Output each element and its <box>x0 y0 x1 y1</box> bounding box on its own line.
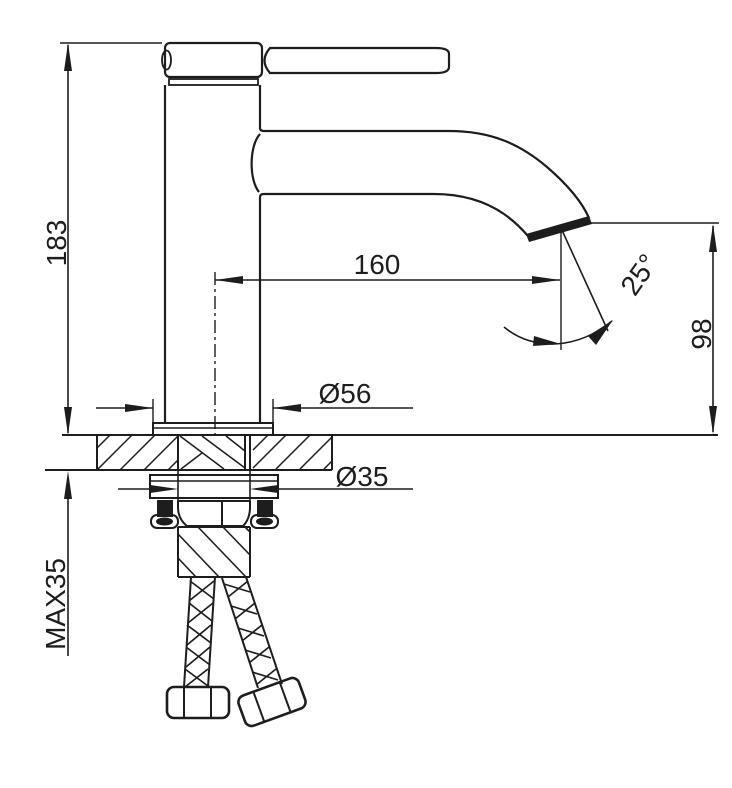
spout-top-line <box>264 129 591 219</box>
arrowhead-left-pointing <box>273 404 301 412</box>
dim-base-diameter <box>96 399 413 423</box>
arrowhead-right <box>532 276 560 284</box>
dim-max-deck-thickness <box>64 471 72 656</box>
left-hose-nut-flats <box>183 687 212 718</box>
arrowhead-down <box>709 406 717 434</box>
dim-label-98: 98 <box>686 318 717 349</box>
dim-label-25deg: 25° <box>614 248 664 300</box>
threaded-shank <box>177 526 251 578</box>
arrowhead-left <box>215 276 243 284</box>
arrowhead-down <box>64 407 72 435</box>
arrowhead-up <box>709 224 717 252</box>
mounting-nut <box>177 500 251 527</box>
arrowhead-arc-left <box>533 336 561 346</box>
lever-handle <box>263 46 451 75</box>
spout-bottom-line <box>264 192 529 237</box>
right-hose-nut-flats <box>252 681 292 723</box>
neck-ring <box>168 78 259 86</box>
dim-label-d35: Ø35 <box>336 461 389 492</box>
shank-walls-through-washer <box>177 470 251 501</box>
right-hose-nut <box>237 676 307 728</box>
faucet-outline <box>161 41 592 423</box>
right-stud-foot <box>250 514 279 529</box>
right-hose <box>221 576 307 728</box>
body-column <box>163 85 265 423</box>
shank-hatch <box>177 526 251 578</box>
left-hose-nut <box>165 685 231 720</box>
deck-block-edges <box>96 435 333 470</box>
angle-leg-line <box>560 227 609 332</box>
dim-spout-reach <box>214 230 562 434</box>
dim-stream-angle <box>503 227 613 346</box>
supply-hoses <box>165 576 307 728</box>
right-hose-braid <box>223 580 279 686</box>
left-stud-foot-pad <box>156 517 173 526</box>
mounting-hardware <box>150 500 279 578</box>
arrowhead-up <box>64 43 72 71</box>
dim-label-160: 160 <box>354 249 401 280</box>
left-stud <box>157 500 173 517</box>
dim-label-183: 183 <box>41 220 72 267</box>
dim-spout-height <box>589 222 719 434</box>
cap-end-detail <box>161 49 172 71</box>
right-stud <box>257 500 273 517</box>
handle-cap <box>163 41 264 79</box>
dim-label-d56: Ø56 <box>319 378 372 409</box>
dim-total-height <box>60 42 162 435</box>
shank-walls-through-deck <box>177 435 251 470</box>
dim-label-max35: MAX35 <box>40 558 71 650</box>
dim-mount-hole <box>118 485 413 493</box>
washer-stack <box>149 470 279 501</box>
counter-deck <box>45 434 718 471</box>
base-flange <box>152 422 274 436</box>
left-hose <box>165 576 231 720</box>
arrowhead-left-pointing <box>250 485 278 493</box>
left-stud-foot <box>150 514 179 529</box>
arrowhead-right-pointing <box>125 404 153 412</box>
arrowhead-arc-right <box>588 320 613 345</box>
right-stud-foot-pad <box>256 517 273 526</box>
arrowhead-right-pointing <box>150 485 178 493</box>
left-hose-braid <box>184 580 215 688</box>
aerator-face <box>526 216 592 242</box>
deck-hatch <box>96 434 333 471</box>
arrowhead-up <box>64 471 72 499</box>
